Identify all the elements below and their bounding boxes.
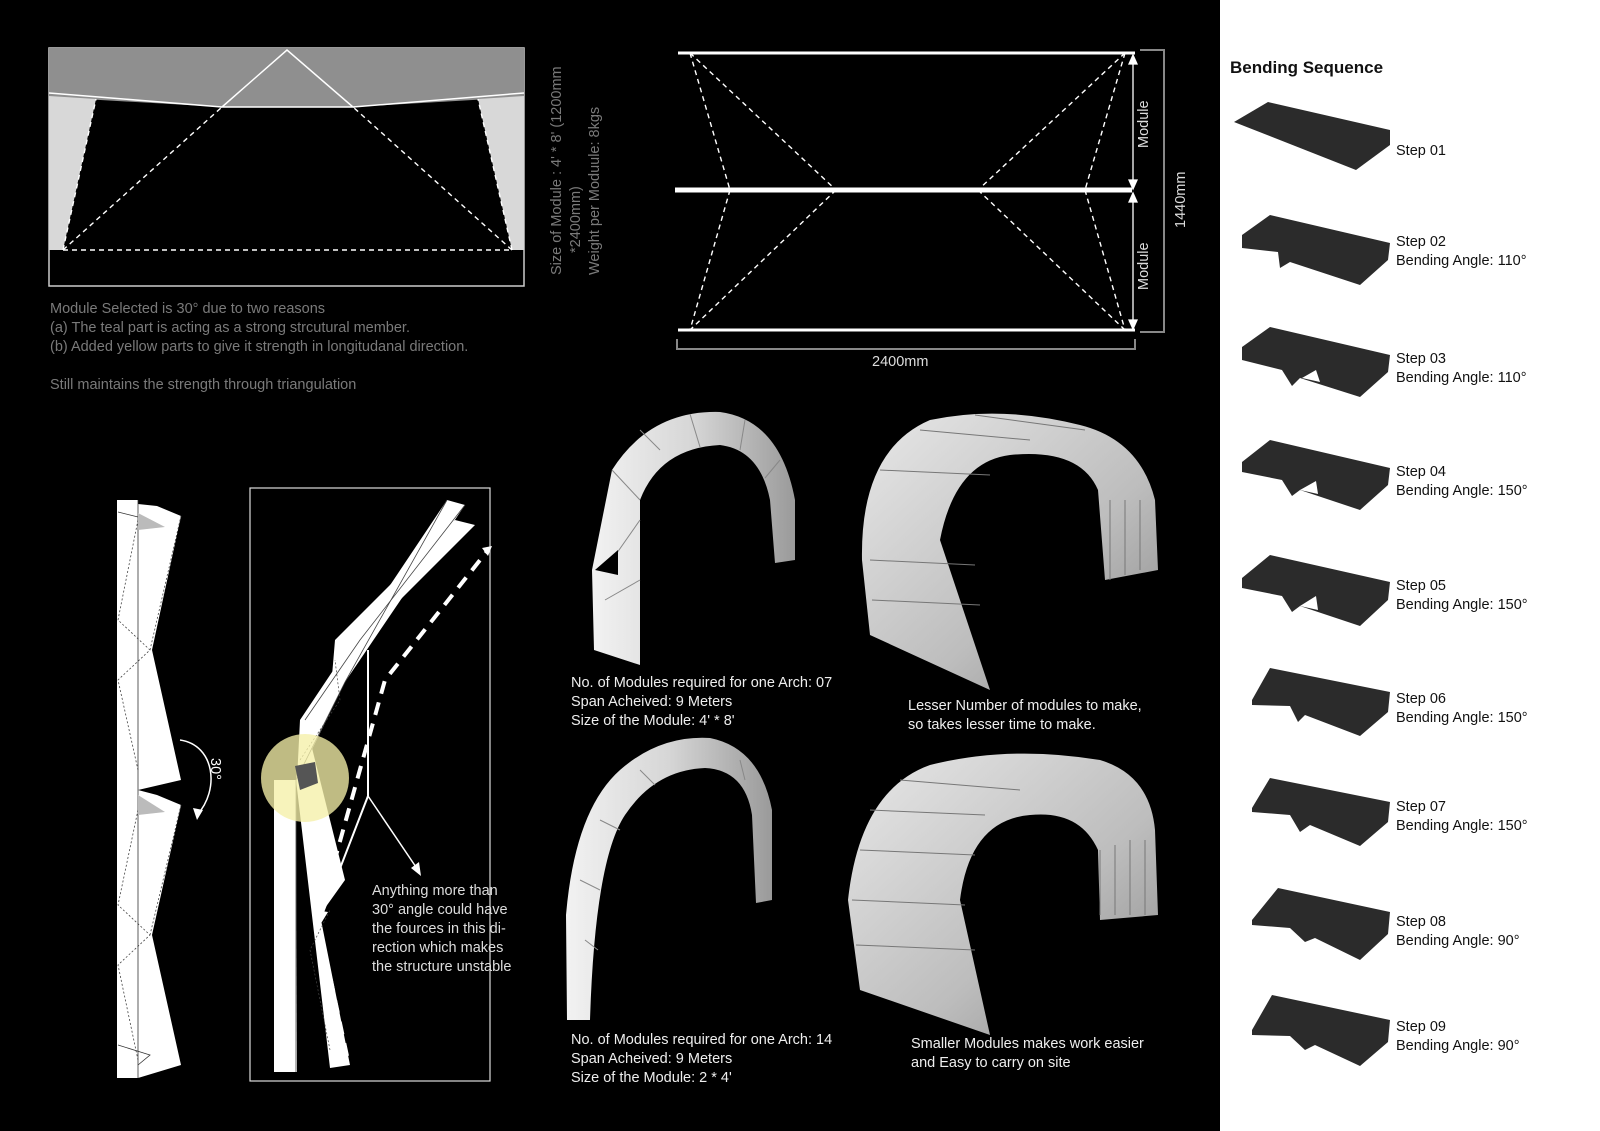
step-03-label: Step 03 [1396,351,1446,367]
arch-4-caption: Smaller Modules makes work easier and Ea… [911,1035,1144,1073]
step-04-label: Step 04 [1396,464,1446,480]
angle-note-line: rection which makes [372,940,504,956]
arch-3-caption: No. of Modules required for one Arch: 14… [571,1031,832,1088]
step-04: Step 04 Bending Angle: 150° [1396,463,1528,501]
angle-note-line: 30° angle could have [372,902,508,918]
arch-2-line: Lesser Number of modules to make, [908,698,1142,714]
step-03-illustration [1242,327,1390,397]
step-08-label: Step 08 [1396,914,1446,930]
module-note-1: Module Selected is 30° due to two reason… [50,301,326,317]
step-09: Step 09 Bending Angle: 90° [1396,1018,1520,1056]
step-09-angle: Bending Angle: 90° [1396,1038,1520,1054]
angle-note-line: Anything more than [372,883,498,899]
angle-note: Anything more than 30° angle could have … [372,882,511,977]
step-02-label: Step 02 [1396,234,1446,250]
step-02: Step 02 Bending Angle: 110° [1396,233,1527,271]
step-06-label: Step 06 [1396,691,1446,707]
arch-1-caption: No. of Modules required for one Arch: 07… [571,674,832,731]
module-note-2: (a) The teal part is acting as a strong … [50,320,410,336]
step-01-label: Step 01 [1396,143,1446,159]
step-03: Step 03 Bending Angle: 110° [1396,350,1527,388]
step-09-label: Step 09 [1396,1019,1446,1035]
step-04-angle: Bending Angle: 150° [1396,483,1528,499]
step-02-illustration [1242,215,1390,285]
arch-4-line: and Easy to carry on site [911,1055,1071,1071]
step-06: Step 06 Bending Angle: 150° [1396,690,1528,728]
arch-3-line: Size of the Module: 2 * 4' [571,1070,732,1086]
step-06-angle: Bending Angle: 150° [1396,710,1528,726]
angle-note-line: the structure unstable [372,959,512,975]
step-07-illustration [1252,778,1390,846]
arch-3-line: Span Acheived: 9 Meters [571,1051,733,1067]
step-04-illustration [1242,440,1390,510]
step-05-illustration [1242,555,1390,626]
arch-2-line: so takes lesser time to make. [908,717,1096,733]
step-01-illustration [1234,102,1390,170]
arch-1-line: Size of the Module: 4' * 8' [571,713,735,729]
step-06-illustration [1252,668,1390,736]
plan-width-label: 2400mm [872,354,929,370]
step-02-angle: Bending Angle: 110° [1396,253,1527,269]
step-08-illustration [1252,888,1390,960]
step-05-angle: Bending Angle: 150° [1396,597,1528,613]
step-08-angle: Bending Angle: 90° [1396,933,1520,949]
step-09-illustration [1252,995,1390,1066]
module-note-3: (b) Added yellow parts to give it streng… [50,339,469,355]
step-07: Step 07 Bending Angle: 150° [1396,798,1528,836]
module-note-4: Still maintains the strength through tri… [50,377,357,393]
bending-sequence-panel: Bending Sequence Step 01 Step 02 Bending… [1220,0,1600,1131]
step-05: Step 05 Bending Angle: 150° [1396,577,1528,615]
arch-1-line: No. of Modules required for one Arch: 07 [571,675,833,691]
step-07-angle: Bending Angle: 150° [1396,818,1528,834]
step-01: Step 01 [1396,142,1446,161]
bending-title: Bending Sequence [1230,58,1384,77]
arch-2-caption: Lesser Number of modules to make, so tak… [908,697,1142,735]
arch-3-line: No. of Modules required for one Arch: 14 [571,1032,833,1048]
arch-4-line: Smaller Modules makes work easier [911,1036,1144,1052]
angle-note-line: the fources in this di- [372,921,506,937]
arch-1-line: Span Acheived: 9 Meters [571,694,733,710]
step-05-label: Step 05 [1396,578,1446,594]
step-08: Step 08 Bending Angle: 90° [1396,913,1520,951]
step-03-angle: Bending Angle: 110° [1396,370,1527,386]
step-07-label: Step 07 [1396,799,1446,815]
